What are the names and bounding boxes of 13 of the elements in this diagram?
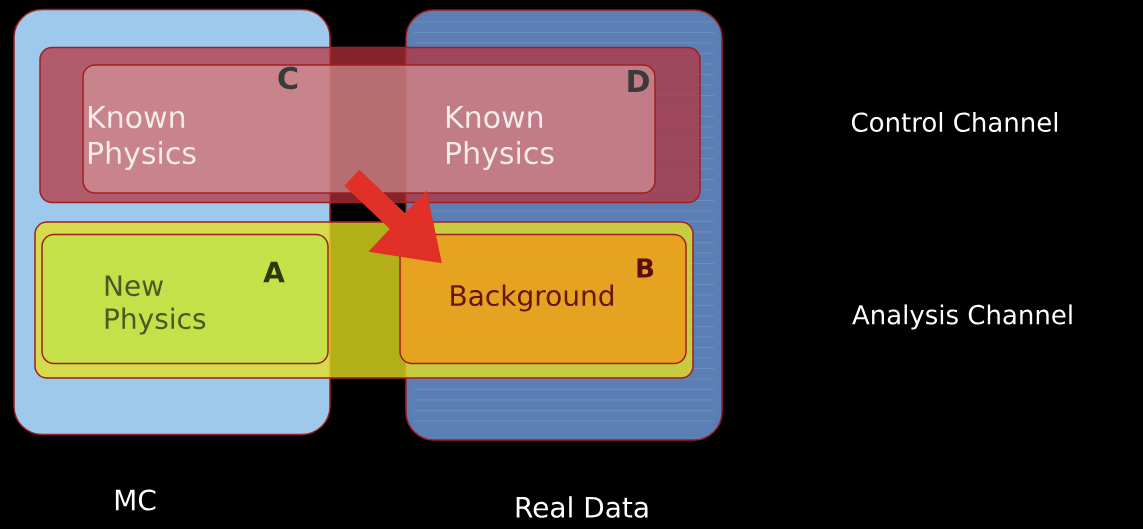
- letter-label: A: [263, 261, 285, 283]
- box-text: Background: [451, 284, 614, 312]
- box-text: Known Physics: [446, 105, 554, 171]
- channel-band: [39, 46, 701, 204]
- panel-label: Real Data: [516, 496, 648, 518]
- box-text: Known Physics: [88, 105, 196, 171]
- channel-label: Analysis Channel: [852, 304, 1072, 330]
- panel-label: MC: [115, 489, 156, 511]
- letter-label: B: [637, 258, 654, 278]
- letter-label: C: [278, 66, 298, 90]
- channel-label: Control Channel: [851, 111, 1058, 133]
- letter-label: D: [628, 70, 649, 92]
- box-text: New Physics: [105, 275, 206, 335]
